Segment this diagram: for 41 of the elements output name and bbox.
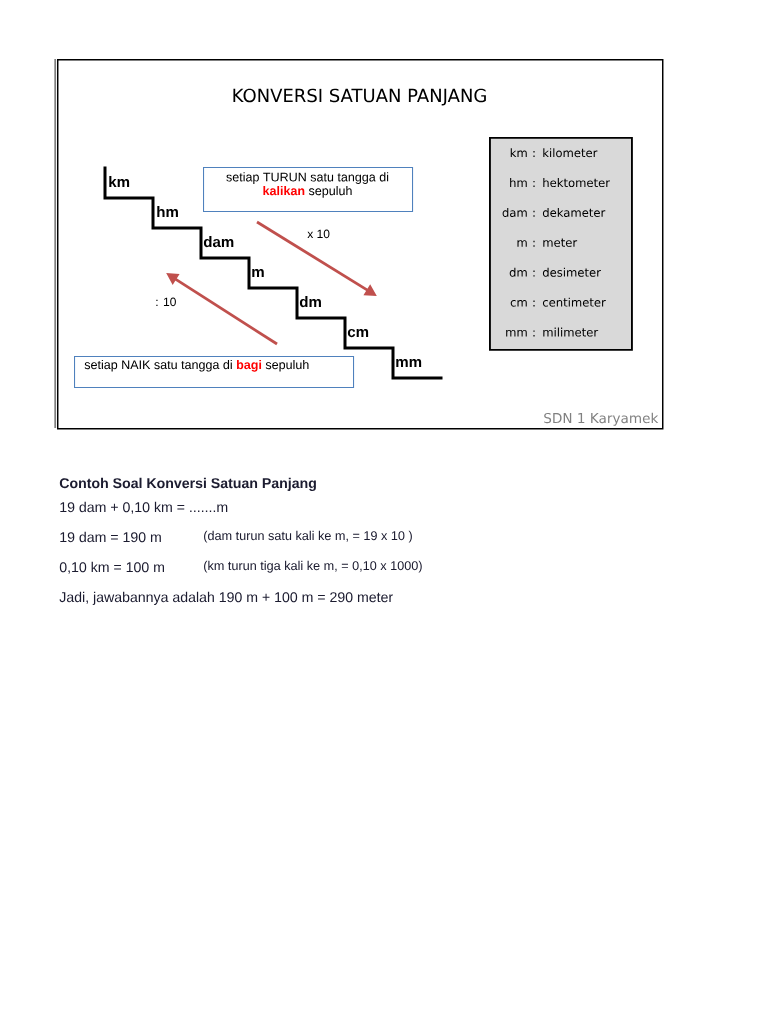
note-box: setiap NAIK satu tangga di bagi sepuluh	[74, 356, 355, 389]
step-label: km	[109, 176, 130, 187]
colon: :	[533, 270, 535, 277]
factor-label: : 10	[156, 297, 176, 307]
colon: :	[533, 240, 535, 247]
unit-symbol: dam	[502, 208, 527, 217]
unit-symbol: m	[517, 240, 527, 247]
unit-symbol: cm	[510, 300, 527, 307]
equation-text: 19 dam = 190 m	[60, 531, 161, 543]
explanation-note: (km turun tiga kali ke m, = 0,10 x 1000)	[204, 560, 422, 573]
equation-text: 19 dam + 0,10 km = .......m	[60, 501, 228, 514]
colon: :	[533, 330, 535, 337]
title: KONVERSI SATUAN PANJANG	[233, 88, 486, 106]
unit-symbol: mm	[506, 329, 527, 337]
unit-symbol: km	[510, 148, 527, 157]
colon: :	[533, 151, 535, 157]
unit-name: kilometer	[543, 148, 598, 158]
step-label: dm	[299, 296, 321, 308]
explanation-note: (dam turun satu kali ke m, = 19 x 10 )	[204, 530, 412, 543]
step-label: cm	[347, 328, 369, 338]
step-label: m	[252, 268, 264, 277]
equation-text: 0,10 km = 100 m	[59, 561, 164, 574]
factor-label: x 10	[307, 229, 330, 239]
unit-name: dekameter	[542, 208, 606, 217]
unit-symbol: hm	[510, 178, 527, 187]
unit-name: desimeter	[542, 267, 601, 277]
note-box: setiap TURUN satu tangga di kalikan sepuluh	[203, 167, 414, 213]
answer-text: Jadi, jawabannya adalah 190 m + 100 m = 290 meter	[59, 591, 393, 605]
colon: :	[533, 300, 535, 307]
colon: :	[533, 210, 535, 217]
section-heading: Contoh Soal Konversi Satuan Panjang	[59, 477, 316, 491]
step-label: dam	[203, 236, 234, 248]
unit-name: centimeter	[542, 297, 606, 307]
colon: :	[533, 180, 535, 187]
unit-name: milimeter	[543, 327, 599, 337]
unit-symbol: dm	[509, 267, 527, 277]
step-label: mm	[396, 358, 422, 367]
step-label: hm	[157, 206, 178, 217]
credit-text: SDN 1 Karyamek	[544, 412, 659, 426]
unit-name: hektometer	[543, 178, 610, 188]
unit-name: meter	[543, 238, 578, 247]
